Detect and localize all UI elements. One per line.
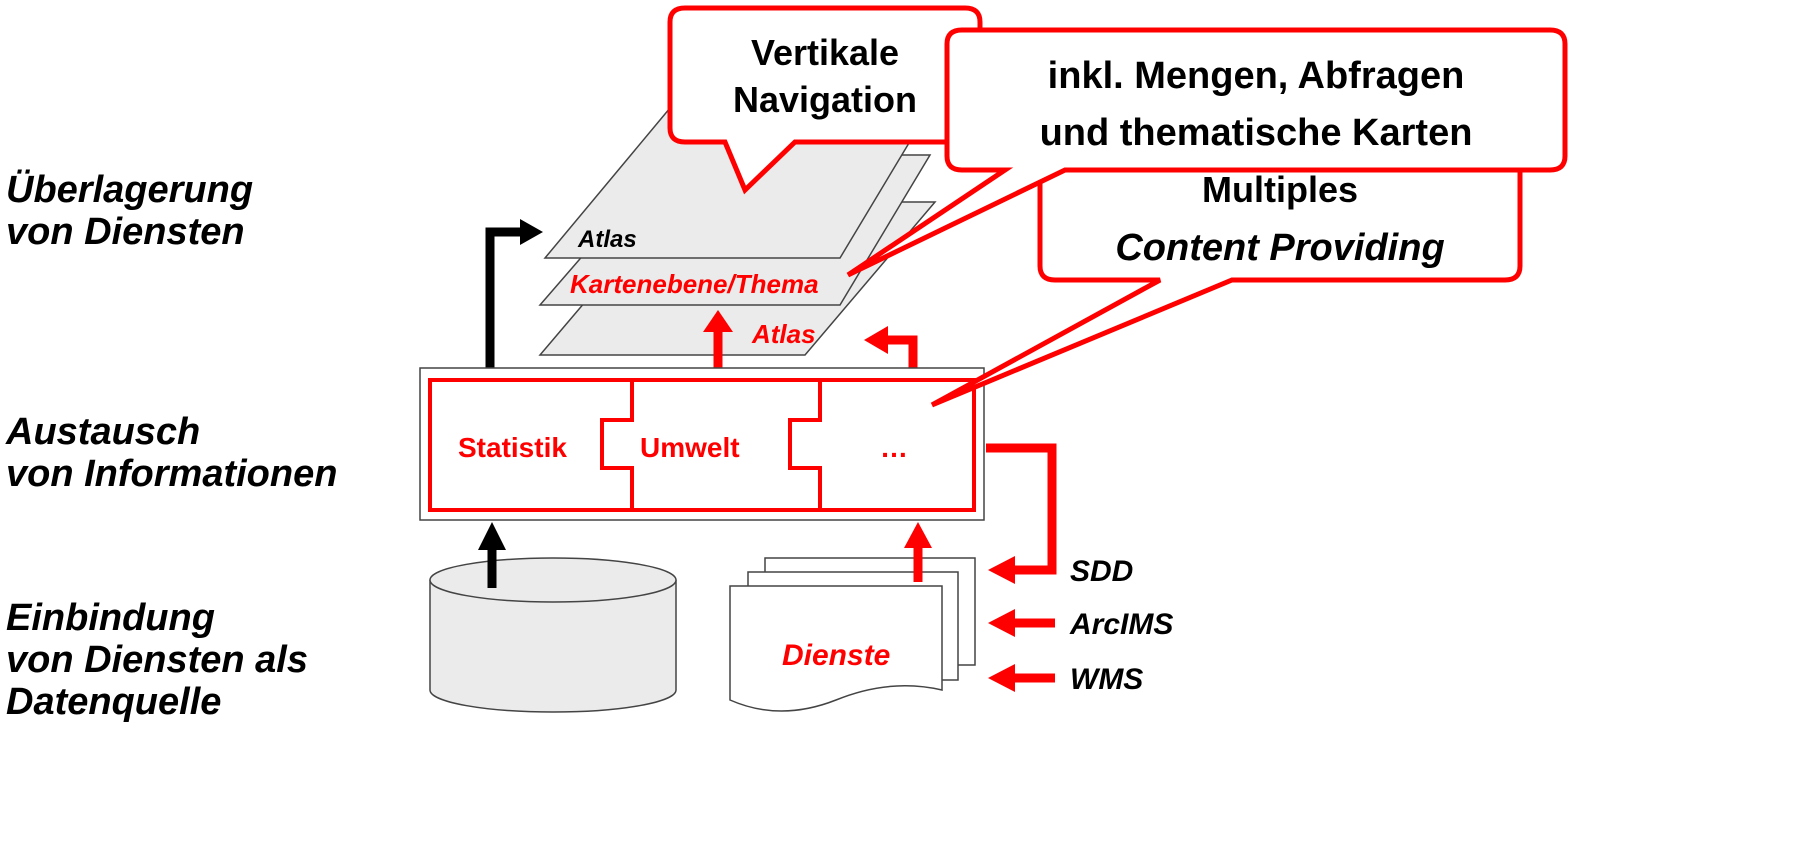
level-overlay-line-1: Überlagerung: [6, 169, 254, 211]
protocol-sdd: SDD: [1070, 555, 1133, 588]
module-umwelt: Umwelt: [640, 432, 740, 463]
red-up-arrow-head: [703, 310, 733, 332]
level-integration-line-1: Einbindung: [6, 597, 215, 639]
level-integration-line-2: von Diensten als: [6, 638, 308, 681]
overlay-arrow-head: [520, 219, 543, 245]
level-exchange-line-1: Austausch: [6, 411, 201, 453]
level-label-overlay: Überlagerung von Diensten: [6, 169, 254, 254]
database-arrow-head: [478, 522, 506, 550]
dienste-arrow-head: [904, 522, 932, 548]
callout-content-line-2: Content Providing: [1115, 227, 1444, 269]
dienste-label: Dienste: [782, 639, 890, 672]
module-frame-outer: [419, 367, 985, 521]
layer-label-top: Atlas: [577, 226, 637, 253]
overlay-arrow-line: [485, 227, 525, 370]
layer-label-middle: Kartenebene/Thema: [570, 269, 819, 299]
callout-content-line-1: Multiples: [1202, 169, 1358, 210]
sdd-loop-head: [988, 556, 1015, 584]
callout-incl-line-1: inkl. Mengen, Abfragen: [1048, 55, 1465, 97]
protocol-arcims: ArcIMS: [1069, 608, 1173, 641]
callout-incl-line-2: und thematische Karten: [1040, 112, 1473, 154]
layer-label-bottom: Atlas: [751, 319, 816, 349]
protocol-wms: WMS: [1070, 663, 1143, 696]
dienste-doc-front: [729, 585, 943, 712]
wms-arrow-head: [988, 664, 1015, 692]
database-cylinder-body: [429, 580, 677, 713]
database-cylinder-top: [429, 557, 677, 603]
level-label-exchange: Austausch von Informationen: [6, 411, 338, 496]
level-integration-line-3: Datenquelle: [6, 680, 222, 723]
module-statistik: Statistik: [458, 432, 567, 463]
level-exchange-line-2: von Informationen: [6, 452, 338, 495]
level-label-integration: Einbindung von Diensten als Datenquelle: [6, 597, 308, 723]
callout-incl-queries: [846, 27, 1568, 278]
puzzle-divider-1: [600, 380, 634, 510]
puzzle-divider-2: [788, 380, 822, 510]
sdd-loop-line: [986, 443, 1057, 575]
red-elbow-arrow-line: [885, 335, 918, 370]
callout-vertical-line-1: Vertikale: [751, 32, 899, 73]
module-frame-inner: [428, 378, 976, 512]
callout-vertical-navigation: [667, 5, 983, 195]
arcims-arrow-head: [988, 609, 1015, 637]
level-overlay-line-2: von Diensten: [6, 210, 245, 253]
red-elbow-arrow-head: [864, 326, 888, 354]
callout-vertical-line-2: Navigation: [733, 79, 917, 120]
module-more: …: [880, 432, 908, 463]
